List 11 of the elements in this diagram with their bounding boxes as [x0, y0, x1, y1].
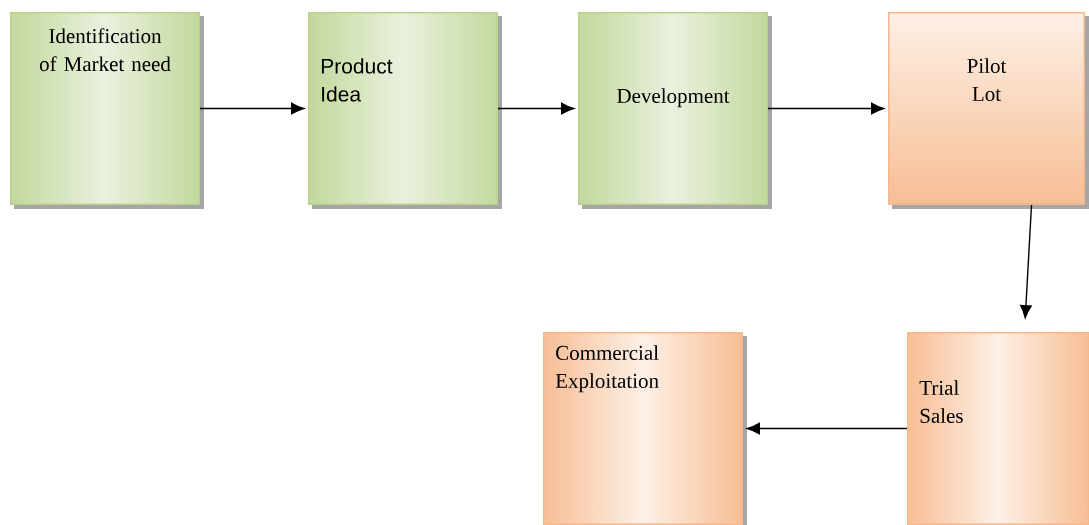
arrow — [497, 102, 575, 115]
arrow — [1020, 204, 1033, 319]
process-box: Product Idea — [308, 12, 502, 209]
arrow — [199, 102, 305, 115]
process-box: Identification of Market need — [10, 12, 204, 209]
arrow — [746, 422, 908, 435]
process-box: Development — [578, 12, 772, 209]
process-box: Trial Sales — [907, 332, 1089, 525]
arrow — [767, 102, 885, 115]
process-box: Pilot Lot — [888, 12, 1089, 209]
process-box: Commercial Exploitation — [543, 332, 747, 525]
